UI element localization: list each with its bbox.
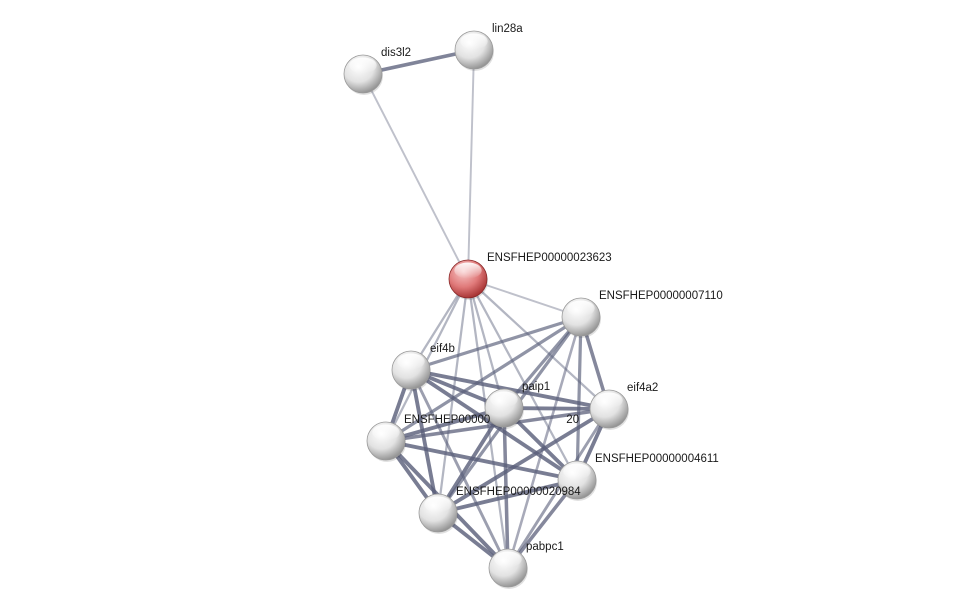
node-eif4b[interactable] <box>391 350 431 391</box>
node-label-ENSFHEP00000023623: ENSFHEP00000023623 <box>487 252 612 264</box>
edge-dis3l2-ENSFHEP00000023623[interactable] <box>362 73 469 280</box>
node-highlight <box>349 57 377 74</box>
node-highlight <box>563 463 591 480</box>
edge-ENSFHEP000000xx20-ENSFHEP00000004611[interactable] <box>384 439 579 482</box>
node-lin28a[interactable] <box>454 30 494 71</box>
edge-ENSFHEP00000023623-ENSFHEP00000004611[interactable] <box>466 277 579 482</box>
node-highlight <box>424 496 452 513</box>
edge-ENSFHEP00000007110-ENSFHEP000000xx20[interactable] <box>384 315 583 443</box>
node-ENSFHEP00000023623[interactable] <box>448 259 488 300</box>
node-ENSFHEP00000007110[interactable] <box>561 297 601 338</box>
edge-paip1-ENSFHEP000000xx20[interactable] <box>384 406 506 443</box>
node-label-dis3l2: dis3l2 <box>381 47 411 59</box>
node-label-eif4a2: eif4a2 <box>627 382 658 394</box>
node-ENSFHEP000000xx20[interactable] <box>366 421 406 462</box>
edge-ENSFHEP00000007110-eif4b[interactable] <box>409 315 583 372</box>
edge-lin28a-ENSFHEP00000023623[interactable] <box>467 49 475 280</box>
node-label-ENSFHEP00000004611: ENSFHEP00000004611 <box>595 453 719 465</box>
node-paip1[interactable] <box>484 388 524 429</box>
node-label-pabpc1: pabpc1 <box>526 541 564 553</box>
node-highlight <box>567 300 595 317</box>
node-highlight <box>490 391 518 408</box>
edge-eif4b-pabpc1[interactable] <box>409 368 510 570</box>
node-label-eif4b: eif4b <box>430 343 455 355</box>
node-highlight <box>494 551 522 568</box>
node-ENSFHEP00000020984[interactable] <box>418 493 458 534</box>
edge-ENSFHEP00000004611-ENSFHEP00000020984[interactable] <box>436 478 579 515</box>
node-ENSFHEP00000004611[interactable] <box>557 460 597 501</box>
node-dis3l2[interactable] <box>343 54 383 95</box>
edge-eif4a2-ENSFHEP00000020984[interactable] <box>436 407 611 515</box>
edge-ENSFHEP00000023623-ENSFHEP00000007110[interactable] <box>467 278 582 318</box>
node-label-lin28a: lin28a <box>492 23 523 35</box>
edge-ENSFHEP00000007110-ENSFHEP00000004611[interactable] <box>575 315 583 482</box>
edge-ENSFHEP00000023623-pabpc1[interactable] <box>466 277 510 570</box>
edge-eif4b-eif4a2[interactable] <box>409 368 611 411</box>
edge-ENSFHEP00000007110-pabpc1[interactable] <box>506 315 583 570</box>
node-label-paip1: paip1 <box>522 381 550 393</box>
node-highlight <box>460 33 488 50</box>
node-highlight <box>372 424 400 441</box>
node-pabpc1[interactable] <box>488 548 528 589</box>
node-layer: dis3l2 lin28aENSFHEP00000023623ENSFHEP000… <box>343 23 723 589</box>
edge-paip1-pabpc1[interactable] <box>502 406 510 570</box>
node-highlight <box>397 353 425 370</box>
node-eif4a2[interactable] <box>589 389 629 430</box>
node-label-ENSFHEP00000020984: ENSFHEP00000020984 <box>456 486 581 498</box>
node-label-ENSFHEP00000007110: ENSFHEP00000007110 <box>599 290 723 302</box>
node-highlight <box>454 262 482 279</box>
edge-eif4a2-pabpc1[interactable] <box>506 407 611 570</box>
node-highlight <box>595 392 623 409</box>
